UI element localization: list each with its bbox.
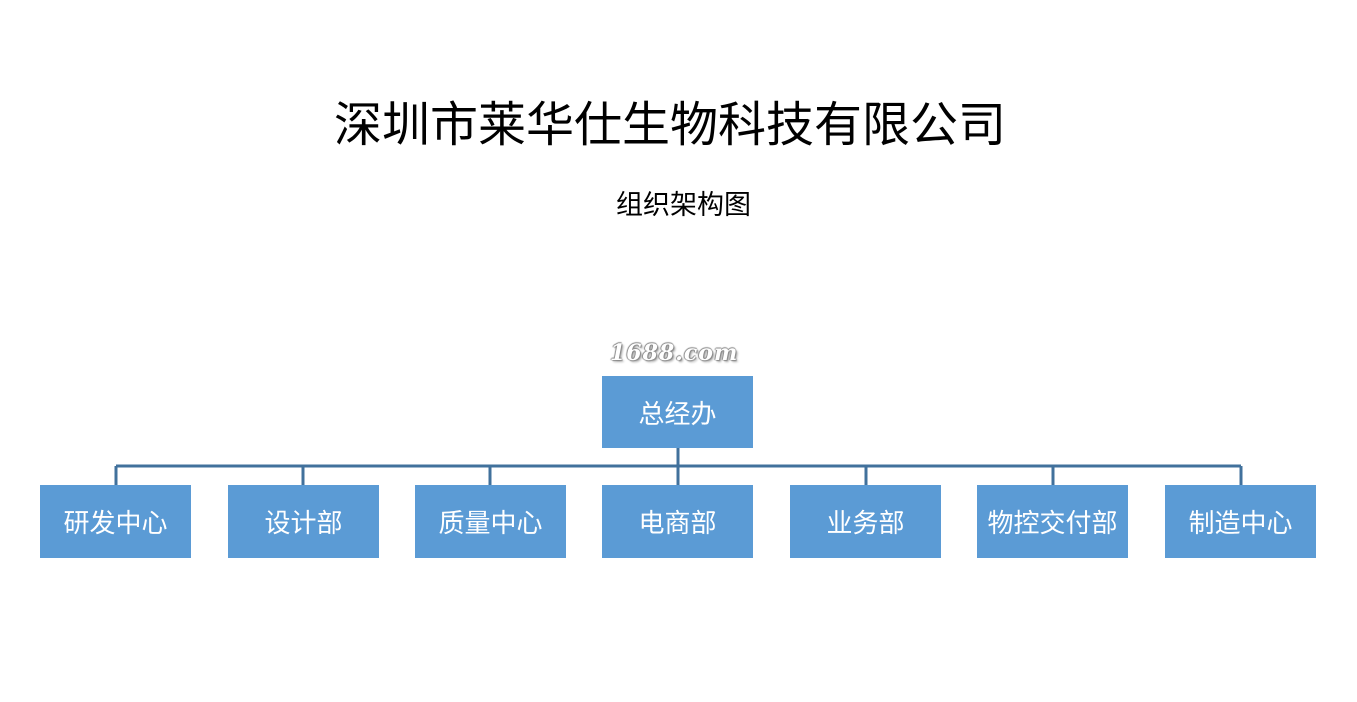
org-node-material-delivery-dept: 物控交付部: [977, 485, 1128, 558]
org-node-label: 电商部: [638, 509, 717, 539]
org-node-ecommerce-dept: 电商部: [602, 485, 753, 558]
org-node-label: 制造中心: [1188, 509, 1293, 539]
watermark-logo: 1688.com: [610, 340, 739, 366]
org-node-design-dept: 设计部: [228, 485, 379, 558]
org-node-root: 总经办: [602, 376, 753, 448]
org-node-label: 业务部: [826, 509, 905, 539]
org-node-rd-center: 研发中心: [40, 485, 191, 558]
chart-subtitle: 组织架构图: [616, 190, 751, 221]
org-node-manufacturing-center: 制造中心: [1165, 485, 1316, 558]
company-title: 深圳市莱华仕生物科技有限公司: [333, 97, 1006, 153]
org-node-quality-center: 质量中心: [415, 485, 566, 558]
org-node-label: 研发中心: [63, 509, 168, 539]
org-node-label: 质量中心: [438, 509, 543, 539]
org-node-label: 总经办: [638, 399, 717, 430]
org-node-label: 物控交付部: [987, 509, 1118, 539]
org-node-sales-dept: 业务部: [790, 485, 941, 558]
org-node-label: 设计部: [264, 509, 343, 539]
